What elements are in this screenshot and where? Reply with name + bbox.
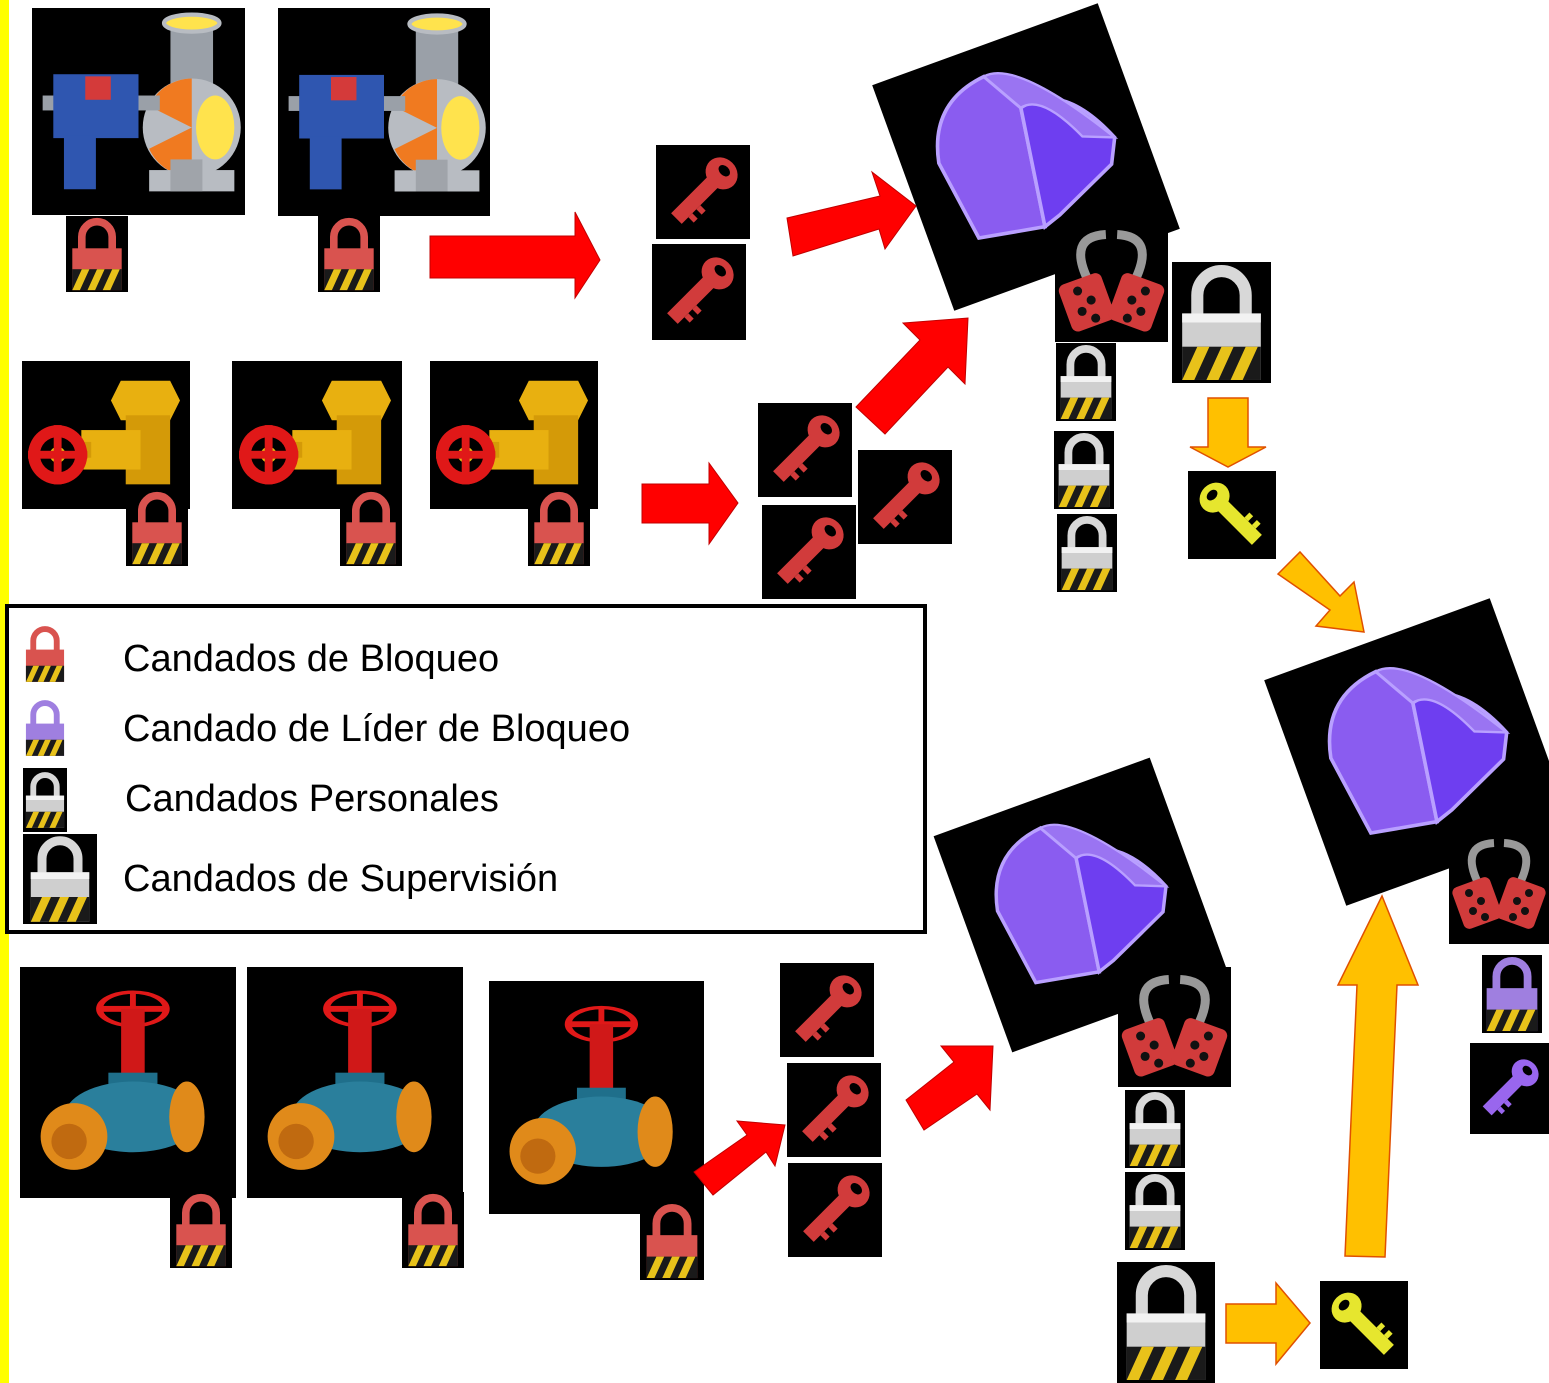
arrow-icon	[693, 1120, 786, 1196]
globe-valve-image-2	[247, 967, 463, 1198]
arrow-icon	[429, 211, 601, 300]
arrow-icon	[641, 461, 739, 546]
personal-lock-icon	[1057, 514, 1117, 592]
legend-label-personal: Candados Personales	[125, 778, 499, 820]
personal-lock-icon	[1054, 431, 1114, 509]
lockout-lock-icon	[402, 1192, 464, 1268]
arrow-icon	[1336, 894, 1420, 1258]
arrow-icon	[855, 317, 969, 435]
personal-lock-icon	[1125, 1172, 1185, 1250]
red-key-icon	[762, 505, 856, 599]
arrow-icon	[1189, 397, 1267, 468]
lockout-lock-icon	[340, 490, 402, 566]
arrow-icon	[1276, 550, 1365, 633]
lead-lock-icon	[23, 696, 67, 760]
supervisor-lock-icon	[23, 834, 97, 924]
red-key-icon	[780, 963, 874, 1057]
arrow-icon	[1225, 1280, 1311, 1367]
personal-lock-icon	[23, 768, 67, 832]
lockout-lock-icon	[318, 216, 380, 292]
lockout-lock-icon	[170, 1192, 232, 1268]
legend-box: Candados de Bloqueo Candado de Líder de …	[5, 604, 927, 934]
globe-valve-image-3	[489, 981, 704, 1214]
lockout-lock-icon	[528, 490, 590, 566]
pump-image-1	[32, 8, 245, 215]
left-accent-bar	[0, 0, 9, 1383]
red-key-icon	[787, 1063, 881, 1157]
arrow-icon	[905, 1045, 994, 1131]
lockout-lock-icon	[66, 216, 128, 292]
hasp-icon	[1118, 967, 1231, 1087]
personal-lock-icon	[1056, 343, 1116, 421]
lockout-lock-icon	[640, 1202, 704, 1280]
lead-lock-icon	[1482, 955, 1542, 1033]
legend-label-lead: Candado de Líder de Bloqueo	[123, 708, 631, 750]
supervisor-lock-icon	[1172, 262, 1271, 383]
personal-lock-icon	[1125, 1090, 1185, 1168]
gate-valve-image-3	[430, 361, 598, 509]
hasp-icon	[1449, 826, 1549, 944]
globe-valve-image-1	[20, 967, 236, 1198]
red-key-icon	[652, 244, 746, 340]
pump-image-2	[278, 8, 490, 216]
lockout-lock-icon	[23, 622, 67, 686]
legend-label-lockout: Candados de Bloqueo	[123, 638, 500, 680]
arrow-icon	[786, 170, 917, 257]
gate-valve-image-1	[22, 361, 190, 509]
lockout-lock-icon	[126, 490, 188, 566]
red-key-icon	[788, 1163, 882, 1257]
yellow-key-icon	[1320, 1281, 1408, 1369]
red-key-icon	[656, 145, 750, 239]
supervisor-lock-icon	[1117, 1262, 1215, 1383]
hasp-icon	[1055, 222, 1168, 342]
red-key-icon	[858, 450, 952, 544]
purple-key-icon	[1470, 1043, 1549, 1134]
yellow-key-icon	[1188, 471, 1276, 559]
legend-label-supervisor: Candados de Supervisión	[123, 858, 559, 900]
gate-valve-image-2	[232, 361, 402, 509]
red-key-icon	[758, 403, 852, 497]
